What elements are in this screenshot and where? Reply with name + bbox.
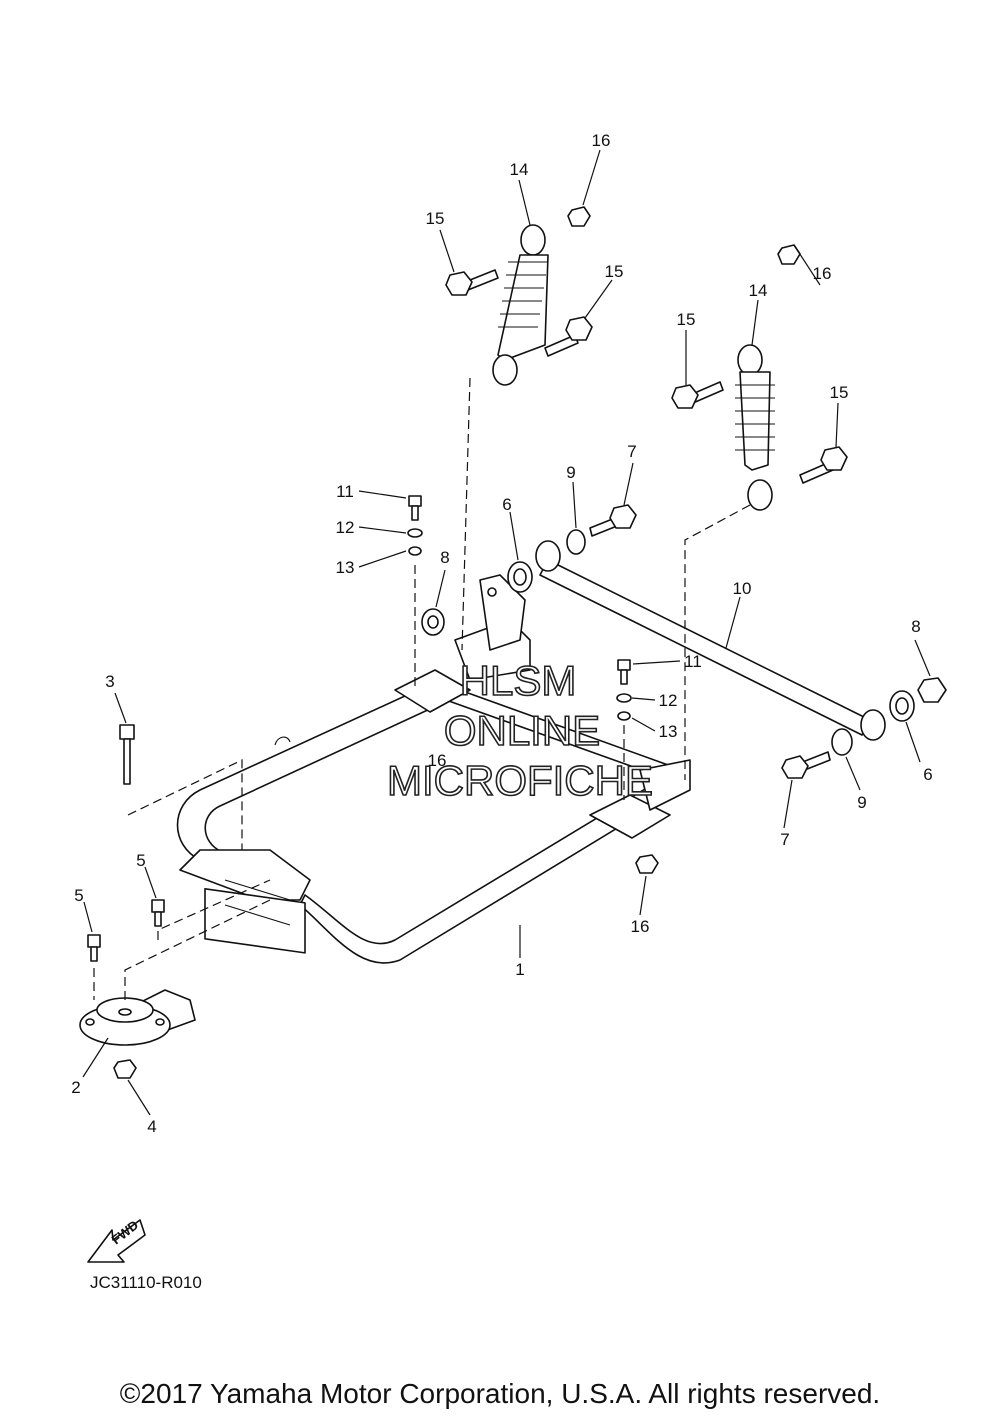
label-part-13-upper: 13: [336, 558, 355, 577]
label-part-12-upper: 12: [336, 518, 355, 537]
alignment-lines: [93, 377, 751, 1000]
nut-part-16-lower: [635, 854, 659, 874]
watermark-line-2: ONLINE: [444, 707, 600, 754]
callout-leaders: [82, 149, 931, 1116]
label-part-6-lower: 6: [923, 765, 932, 784]
bolt-part-7-upper: [589, 504, 637, 537]
label-part-15-lower-left: 15: [605, 262, 624, 281]
bushing-part-6-left: [507, 561, 533, 593]
label-part-13-lower: 13: [659, 722, 678, 741]
nut-part-4: [113, 1059, 137, 1079]
watermark-line-3: MICROFICHE: [387, 757, 653, 804]
label-part-12-lower: 12: [659, 691, 678, 710]
bolt-part-7-lower: [781, 751, 831, 779]
label-part-15-upper-left: 15: [426, 209, 445, 228]
label-part-2: 2: [71, 1078, 80, 1097]
drawing-code: JC31110-R010: [90, 1273, 202, 1292]
label-part-16-lower: 16: [631, 917, 650, 936]
label-part-9-lower: 9: [857, 793, 866, 812]
label-part-7-lower: 7: [780, 830, 789, 849]
bolt-part-15-upper-right: [671, 381, 724, 409]
label-part-5-center: 5: [136, 851, 145, 870]
rear-frame-part-1: [124, 574, 691, 1041]
label-part-3: 3: [105, 672, 114, 691]
bolt-part-5-left: [87, 934, 101, 962]
bolt-part-15-lower-right: [799, 446, 848, 484]
bushing-part-6-right: [889, 690, 915, 722]
label-part-16-center: 16: [428, 751, 447, 770]
label-part-8-lower: 8: [911, 617, 920, 636]
collar-part-8-right: [917, 677, 947, 703]
copyright-notice: ©2017 Yamaha Motor Corporation, U.S.A. A…: [119, 1378, 881, 1409]
bolt-part-15-lower-left: [544, 316, 593, 357]
label-part-16-right: 16: [813, 264, 832, 283]
forward-arrow-icon: FWD: [87, 1217, 146, 1263]
bolt-part-15-upper-left: [445, 269, 499, 296]
label-part-14-right: 14: [749, 281, 768, 300]
label-part-9-upper: 9: [566, 463, 575, 482]
label-part-11-upper: 11: [336, 482, 354, 501]
rod-part-10: [535, 540, 886, 741]
label-part-1: 1: [515, 960, 524, 979]
watermark-line-1: HLSM: [460, 657, 577, 704]
label-part-4: 4: [147, 1117, 156, 1136]
hardware-part-11-12-13-left: [407, 495, 423, 556]
nut-part-16-upper-right: [777, 244, 801, 265]
label-part-11-lower: 11: [684, 652, 702, 671]
label-part-8-upper: 8: [440, 548, 449, 567]
left-mount-plate: [394, 669, 471, 713]
label-part-7-upper: 7: [627, 442, 636, 461]
washer-part-9-lower: [831, 728, 853, 756]
watermark: HLSM ONLINE MICROFICHE: [386, 656, 654, 805]
label-part-5-left: 5: [74, 886, 83, 905]
part-number-labels: 1 2 3 4 5 5 6 6 7 7 8 8 9 9 10 11 11 12 …: [71, 131, 932, 1136]
label-part-14-left: 14: [510, 160, 529, 179]
bolt-part-5-center: [151, 899, 165, 927]
shock-absorber-part-14-right: [735, 344, 775, 511]
collar-part-8-left: [421, 608, 445, 636]
shock-absorber-part-14-left: [492, 224, 549, 386]
bolt-part-3: [119, 724, 135, 785]
hardware-part-11-12-13-right: [616, 659, 632, 721]
label-part-15-upper-right: 15: [677, 310, 696, 329]
label-part-10: 10: [733, 579, 752, 598]
washer-part-9-upper: [566, 529, 586, 555]
cross-bracket: [204, 888, 306, 954]
label-part-16-left: 16: [592, 131, 611, 150]
label-part-6-upper: 6: [502, 495, 511, 514]
nut-part-16-upper-left: [567, 206, 591, 227]
label-part-15-lower-right: 15: [830, 383, 849, 402]
